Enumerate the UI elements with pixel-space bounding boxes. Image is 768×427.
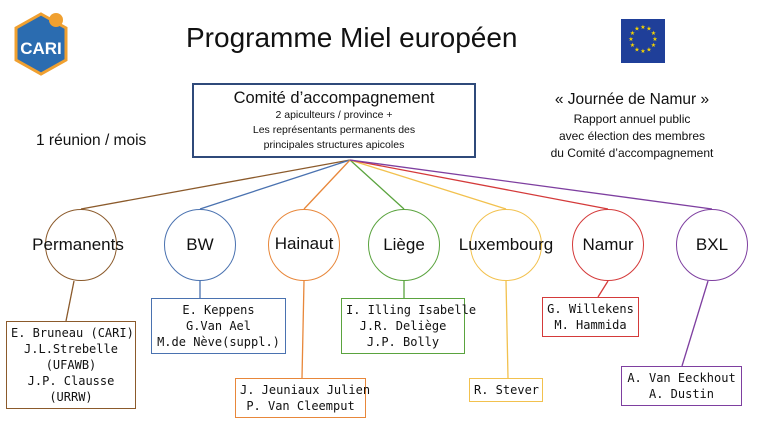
member-name: E. Keppens [182, 303, 255, 317]
member-name: (UFAWB) [45, 358, 97, 372]
page-title: Programme Miel européen [186, 22, 518, 53]
member-name: P. Van Cleemput [246, 399, 355, 413]
members-namur: G. Willekens M. Hammida [542, 297, 639, 337]
members-bw: E. Keppens G.Van Ael M.de Nève(suppl.) [151, 298, 286, 354]
node-permanents [45, 209, 117, 281]
member-name: J.P. Clausse [27, 374, 115, 388]
node-luxembourg [470, 209, 542, 281]
label-luxembourg: Luxembourg [458, 235, 554, 254]
members-liege: I. Illing Isabelle J.R. Deliège J.P. Bol… [341, 298, 477, 354]
member-name: J.P. Bolly [366, 335, 440, 349]
member-name: (URRW) [49, 390, 93, 404]
svg-text:★: ★ [651, 42, 656, 49]
members-permanents: E. Bruneau (CARI) J.L.Strebelle (UFAWB) … [6, 321, 136, 409]
svg-text:★: ★ [652, 36, 657, 43]
svg-text:★: ★ [646, 47, 651, 54]
members-hainaut: J. Jeuniaux Julien P. Van Cleemput [235, 378, 371, 418]
label-hainaut: Hainaut [274, 234, 334, 253]
svg-text:★: ★ [628, 36, 633, 43]
line-luxembourg [349, 159, 507, 210]
member-name: J. Jeuniaux Julien [240, 383, 371, 397]
member-name: J.L.Strebelle [24, 342, 118, 356]
node-bxl [676, 209, 748, 281]
label-bw: BW [186, 235, 214, 254]
journee-line: du Comité d’accompagnement [550, 146, 714, 160]
member-name: M. Hammida [554, 318, 627, 332]
node-namur [572, 209, 644, 281]
member-name: M.de Nève(suppl.) [157, 335, 280, 349]
svg-text:★: ★ [651, 30, 656, 37]
svg-text:★: ★ [630, 42, 635, 49]
svg-text:★: ★ [640, 24, 645, 31]
svg-text:★: ★ [640, 48, 645, 55]
line-permanents [80, 159, 351, 210]
node-liege [368, 209, 440, 281]
meeting-frequency: 1 réunion / mois [36, 132, 147, 149]
node-bw [164, 209, 236, 281]
members-bxl: A. Van Eeckhout A. Dustin [621, 366, 742, 406]
label-permanents: Permanents [32, 235, 124, 254]
member-name: G. Willekens [547, 302, 634, 316]
svg-text:★: ★ [634, 26, 639, 33]
committee-line: principales structures apicoles [263, 139, 405, 151]
label-liege: Liège [383, 235, 425, 254]
member-name: I. Illing Isabelle [346, 303, 477, 317]
member-name: E. Bruneau (CARI) [11, 326, 134, 340]
member-name: A. Van Eeckhout [627, 371, 736, 385]
line-bxl [349, 159, 713, 210]
line-namur [349, 159, 609, 210]
node-hainaut [268, 209, 340, 281]
journee-line: avec élection des membres [558, 129, 706, 143]
svg-text:★: ★ [646, 26, 651, 33]
line-bxl-box [681, 280, 709, 367]
line-hainaut [303, 159, 351, 210]
committee-box: Comité d’accompagnement 2 apiculteurs / … [192, 83, 476, 158]
line-namur-box [597, 280, 609, 298]
journee-note: « Journée de Namur » Rapport annuel publ… [526, 91, 738, 162]
svg-text:★: ★ [634, 47, 639, 54]
member-name: A. Dustin [648, 387, 715, 401]
svg-text:★: ★ [630, 30, 635, 37]
logo-text: CARI [20, 39, 62, 58]
journee-line: Rapport annuel public [573, 112, 691, 126]
committee-line: Les représentants permanents des [252, 124, 416, 136]
line-liege [349, 159, 405, 210]
members-luxembourg: R. Stever [469, 378, 543, 402]
journee-title: « Journée de Namur » [554, 91, 710, 108]
label-bxl: BXL [695, 235, 729, 254]
line-luxembourg-box [505, 280, 509, 379]
committee-line: 2 apiculteurs / province + [275, 109, 393, 121]
line-bw [199, 159, 351, 210]
eu-flag-icon: ★★★ ★★★ ★★★ ★★★ [621, 19, 665, 63]
cari-logo: CARI [10, 10, 72, 80]
member-name: G.Van Ael [185, 319, 252, 333]
member-name: J.R. Deliège [359, 319, 447, 333]
committee-title: Comité d’accompagnement [233, 89, 435, 107]
line-hainaut-box [301, 280, 305, 379]
label-namur: Namur [582, 235, 634, 254]
member-name: R. Stever [474, 383, 540, 397]
line-permanents-box [65, 280, 75, 322]
